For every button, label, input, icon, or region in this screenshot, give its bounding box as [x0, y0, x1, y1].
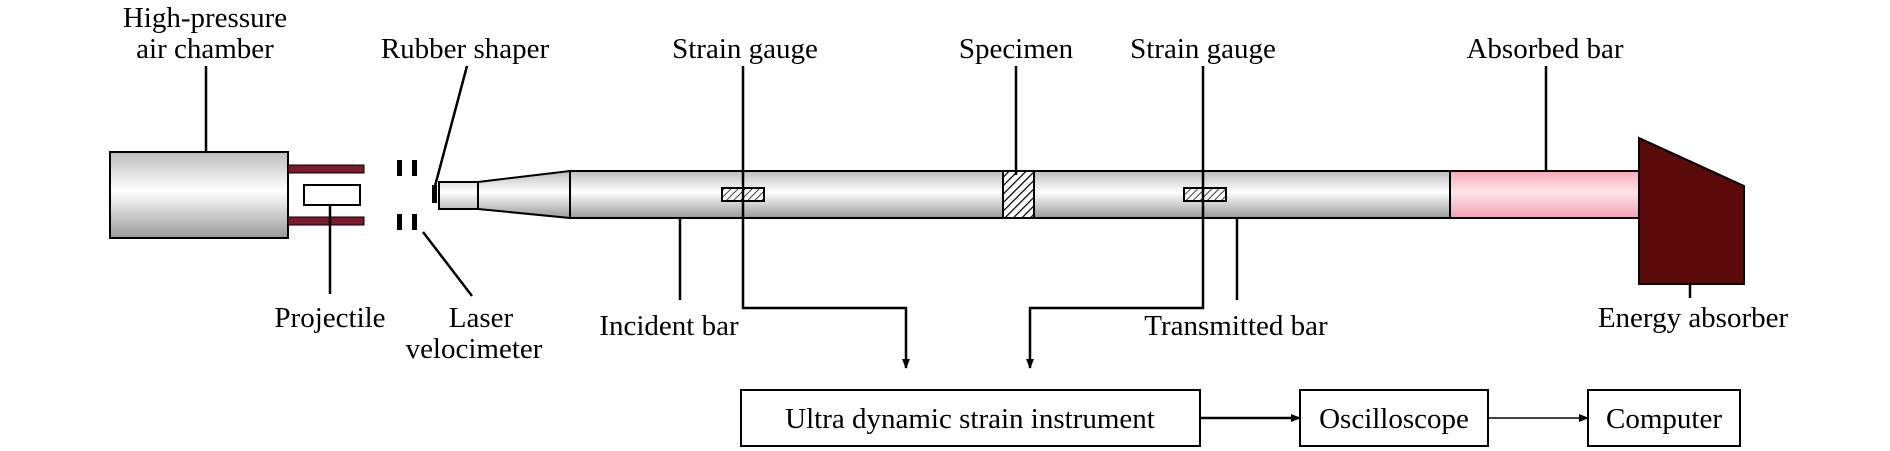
incident-bar-taper [438, 169, 571, 220]
strain-gauge-right [1183, 187, 1227, 202]
oscilloscope-box [1299, 389, 1489, 447]
label-incident-bar: Incident bar [599, 310, 739, 342]
transmitted-bar [1033, 170, 1451, 219]
label-projectile: Projectile [274, 302, 385, 334]
chamber-barrel-top [287, 164, 365, 174]
wire-right-gauge [1026, 66, 1205, 369]
label-transmitted-bar: Transmitted bar [1144, 310, 1328, 342]
label-specimen: Specimen [959, 33, 1074, 65]
label-strain-gauge-right: Strain gauge [1130, 33, 1276, 65]
label-laser-2: velocimeter [406, 333, 543, 365]
label-strain-gauge-left: Strain gauge [672, 33, 818, 65]
box-label-strain-instrument: Ultra dynamic strain instrument [785, 403, 1155, 435]
air-chamber [109, 151, 365, 239]
absorbed-bar [1449, 170, 1640, 219]
chamber-barrel-bottom [287, 216, 365, 226]
leader-rubber-shaper [433, 65, 469, 187]
projectile [303, 184, 361, 206]
specimen [1002, 170, 1035, 219]
label-air-chamber-1: High-pressure [123, 2, 287, 34]
rubber-shaper [432, 185, 437, 203]
energy-absorber [1638, 136, 1745, 285]
wire-left-gauge [741, 66, 910, 369]
label-rubber-shaper: Rubber shaper [381, 33, 550, 65]
box-label-computer: Computer [1606, 403, 1722, 435]
incident-bar [569, 170, 1004, 219]
box-label-oscilloscope: Oscilloscope [1319, 403, 1469, 435]
laser-velocimeter [397, 160, 417, 230]
label-absorbed-bar: Absorbed bar [1466, 33, 1623, 65]
leader-laser [422, 231, 473, 297]
label-laser-1: Laser [449, 302, 514, 334]
label-air-chamber-2: air chamber [136, 33, 274, 65]
label-energy-absorber: Energy absorber [1598, 302, 1789, 334]
